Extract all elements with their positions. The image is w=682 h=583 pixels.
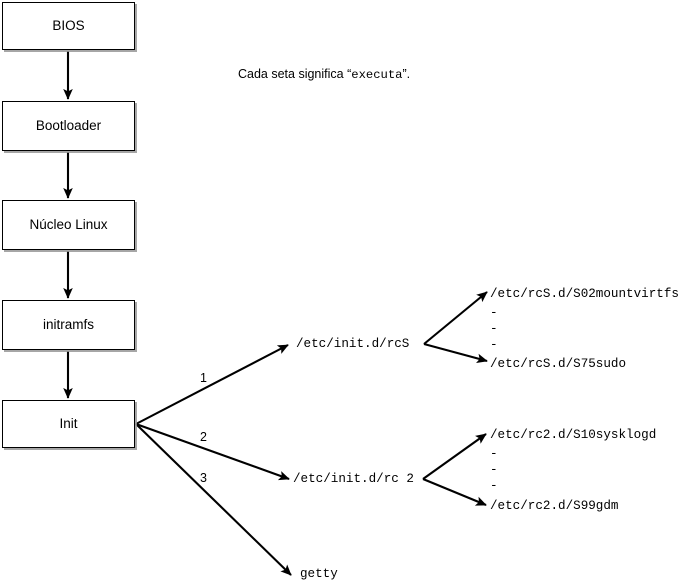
ellipsis-dash: - <box>490 447 498 461</box>
ellipsis-dash: - <box>490 463 498 477</box>
node-label-bootloader: Bootloader <box>35 118 102 134</box>
node-label-init: Init <box>59 416 78 432</box>
legend-note: Cada seta significa “executa”. <box>238 68 410 81</box>
path-label-init-d-rc2: /etc/init.d/rc 2 <box>293 472 414 486</box>
ellipsis-dash: - <box>490 338 498 352</box>
ellipsis-dash: - <box>490 306 498 320</box>
node-label-kernel: Núcleo Linux <box>29 217 108 233</box>
node-label-initramfs: initramfs <box>42 317 94 333</box>
branch-number-3: 3 <box>200 471 207 485</box>
legend-note-prefix: Cada seta significa “ <box>238 67 352 81</box>
arrow-init-to-rcS <box>135 344 289 425</box>
arrow-rc2-to-s10sysklogd <box>422 433 487 480</box>
arrow-rc2-to-s99gdm <box>422 478 487 506</box>
path-label-rc2d-s10sysklogd: /etc/rc2.d/S10sysklogd <box>490 428 657 442</box>
arrow-rcS-to-s02mount <box>423 291 488 345</box>
arrow-init-to-rc2 <box>135 423 290 481</box>
path-label-init-d-rcs: /etc/init.d/rcS <box>296 337 410 351</box>
node-box-initramfs: initramfs <box>2 300 135 350</box>
path-label-rcsd-s02mountvirtfs: /etc/rcS.d/S02mountvirtfs <box>490 287 679 301</box>
path-label-getty: getty <box>300 567 338 581</box>
path-label-rc2d-s99gdm: /etc/rc2.d/S99gdm <box>490 499 619 513</box>
node-label-bios: BIOS <box>52 18 85 34</box>
node-box-init: Init <box>2 400 135 448</box>
legend-note-suffix: ”. <box>402 67 411 81</box>
ellipsis-dash: - <box>490 479 498 493</box>
arrow-init-to-getty <box>135 423 292 576</box>
path-label-rcsd-s75sudo: /etc/rcS.d/S75sudo <box>490 357 627 371</box>
node-box-kernel: Núcleo Linux <box>2 200 135 250</box>
ellipsis-dash: - <box>490 322 498 336</box>
branch-number-1: 1 <box>200 371 207 385</box>
node-box-bios: BIOS <box>2 2 135 50</box>
legend-note-mono: executa <box>351 68 403 82</box>
arrow-rcS-to-s75sudo <box>423 342 488 364</box>
branch-number-2: 2 <box>200 430 207 444</box>
node-box-bootloader: Bootloader <box>2 101 135 151</box>
